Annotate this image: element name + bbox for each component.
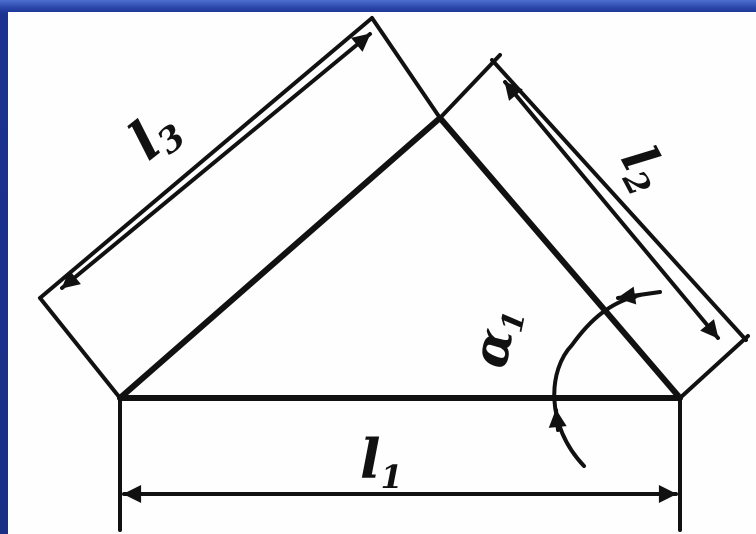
l2-dimension-arrow [503, 80, 720, 340]
l3-strip-bottom-end [38, 296, 122, 400]
l3-strip-top-end [370, 16, 442, 120]
alpha1-label: α1 [459, 302, 533, 373]
alpha1-angle-arrow-top [616, 286, 662, 305]
l2-label: l2 [606, 136, 681, 202]
l2-strip-bottom-end [678, 334, 750, 400]
l1-label: l1 [360, 427, 403, 496]
alpha1-angle-arc [552, 293, 642, 468]
l2-strip-top-end [438, 53, 502, 120]
alpha1-angle-arrow-head [548, 408, 567, 432]
l3-strip-outer-edge [38, 16, 374, 300]
l3-label: l3 [117, 95, 194, 176]
l3-dimension-arrow [60, 32, 372, 290]
